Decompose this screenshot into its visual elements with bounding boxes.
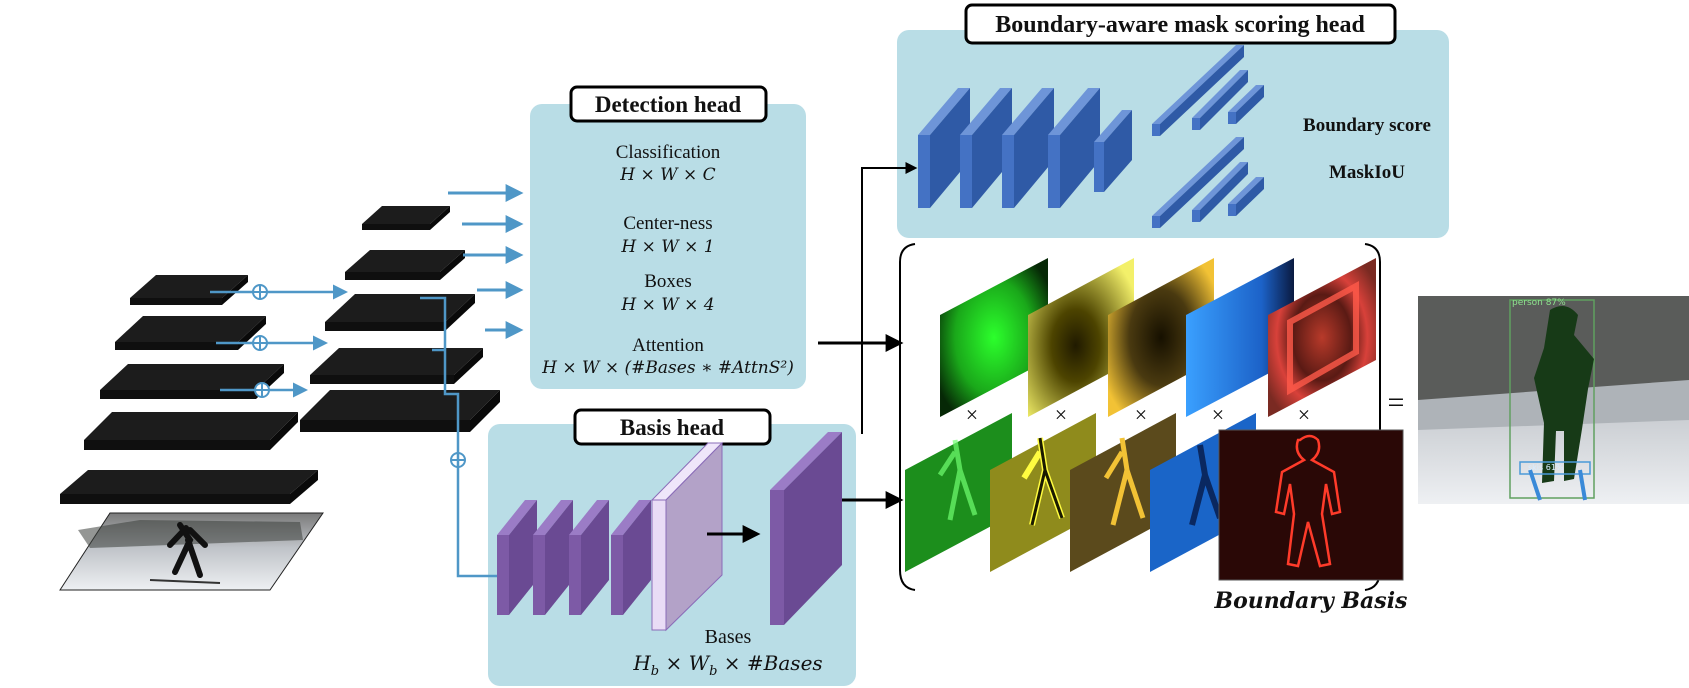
fpn-to-detection-arrows: [448, 184, 524, 339]
boundary-basis-label: Boundary Basis: [1214, 588, 1408, 614]
times-symbol: ×: [1298, 402, 1310, 427]
detection-output-shape: H × W × 4: [620, 295, 714, 315]
fpn-level-1: [300, 390, 500, 432]
attention-map-yellow: [1028, 258, 1134, 417]
basis-conv-layers: [497, 441, 724, 632]
fpn-level-5: [362, 206, 450, 230]
backbone-level-5: [130, 275, 248, 305]
basis-conv-layer: [533, 500, 573, 615]
backbone-level-1: [60, 470, 318, 504]
attention-map-orange: [1108, 258, 1214, 417]
detection-head-title: Detection head: [595, 92, 741, 117]
basis-map-orange: [1070, 413, 1176, 572]
fpn-level-2: [310, 348, 483, 384]
boundary-basis-map: [1218, 429, 1404, 581]
basis-head-title: Basis head: [620, 415, 724, 440]
detection-output-shape: H × W × C: [619, 165, 715, 185]
attention-map-blue: [1186, 258, 1294, 417]
scoring-conv-layer: [918, 88, 970, 208]
basis-conv-layer: [569, 500, 609, 615]
fpn-feature-maps: [300, 206, 500, 432]
scoring-head-title-box: [964, 3, 1397, 45]
detection-output-shape: H × W × 1: [620, 237, 714, 257]
times-symbol: ×: [1055, 402, 1067, 427]
basis-head-title-box: [573, 408, 772, 446]
detection-output-shape: H × W × (#Bases ∗ #AttnS²): [541, 358, 794, 378]
times-symbols: × × × × ×: [966, 402, 1310, 427]
plus-icons: [252, 284, 466, 468]
scoring-conv-layers: [918, 88, 1132, 208]
backbone-level-2: [84, 412, 298, 450]
bases-label: Bases: [705, 626, 752, 648]
backbone-feature-maps: [60, 275, 318, 504]
backbone-level-3: [100, 364, 284, 399]
output-image: person 87% skis 61%: [1418, 296, 1689, 504]
fpn-to-basis-path: [420, 296, 497, 578]
detection-output-name: Classification: [616, 142, 721, 163]
detection-output-name: Attention: [632, 335, 704, 356]
basis-map-green: [905, 413, 1012, 572]
equals-symbol: =: [1388, 386, 1405, 419]
attention-maps: [940, 258, 1376, 417]
detection-output-name: Center-ness: [623, 213, 712, 234]
fpn-level-4: [345, 250, 465, 280]
backbone-level-4: [115, 316, 266, 350]
detection-output-name: Boxes: [644, 271, 692, 292]
maskiou-label: MaskIoU: [1329, 162, 1405, 183]
scoring-head-title: Boundary-aware mask scoring head: [995, 12, 1365, 38]
boundary-score-label: Boundary score: [1303, 115, 1431, 136]
scoring-conv-layer: [1048, 88, 1100, 208]
scoring-conv-layer: [1094, 110, 1132, 192]
right-bracket: [1364, 243, 1381, 591]
times-symbol: ×: [1135, 402, 1147, 427]
scoring-head-panel: [897, 30, 1449, 238]
attention-map-red: [1268, 258, 1376, 417]
scoring-conv-layer: [960, 88, 1012, 208]
attention-map-green: [940, 258, 1048, 417]
times-symbol: ×: [966, 402, 978, 427]
skis-detection-label: skis 61%: [1528, 463, 1564, 472]
basis-map-yellow: [990, 413, 1096, 572]
left-bracket: [899, 243, 916, 591]
basis-maps: [905, 413, 1404, 581]
maskiou-fc-layers: [1152, 137, 1264, 228]
person-detection-label: person 87%: [1512, 298, 1566, 308]
basis-upsample-layer: [650, 441, 724, 632]
detection-head-panel: [530, 104, 806, 389]
basis-conv-layer: [497, 500, 537, 615]
basis-output-layer: [770, 432, 842, 625]
input-image: [59, 512, 324, 591]
basis-conv-layer: [611, 500, 651, 615]
detection-head-title-box: [569, 85, 768, 123]
boundary-fc-layers: [1152, 45, 1264, 136]
fpn-level-3: [325, 294, 475, 331]
scoring-conv-layer: [1002, 88, 1054, 208]
bases-shape: Hb × Wb × #Bases: [632, 651, 822, 679]
times-symbol: ×: [1212, 402, 1224, 427]
to-scoring-head-arrow: [861, 162, 918, 434]
scoring-fc-layers: [1152, 45, 1264, 228]
